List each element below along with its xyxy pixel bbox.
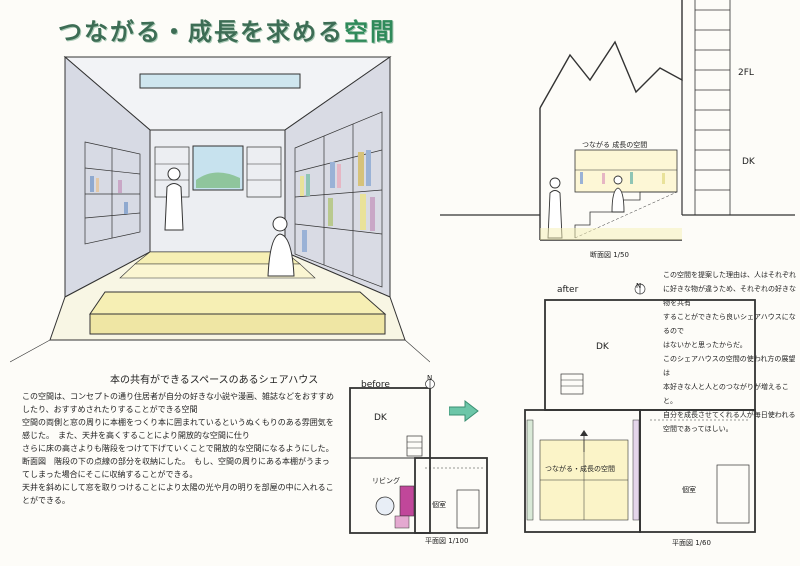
- description-text: この空間は、コンセプトの通り住居者が自分の好きな小説や漫画、雑誌などをおすすめし…: [22, 390, 334, 507]
- description-line-5: 天井を斜めにして窓を取りつけることにより太陽の光や月の明りを部屋の中に入れること…: [22, 483, 334, 505]
- step-platform: [89, 291, 387, 315]
- before-dk-label: DK: [374, 413, 387, 423]
- reason-text: この空間を提案した理由は、人はそれぞれ に好きな物が違うため、それぞれの好きな物…: [663, 268, 797, 436]
- section-drawing: [440, 0, 795, 241]
- before-label: before: [361, 380, 390, 390]
- description-line-4: 断面図 階段の下の点線の部分を収納にした。 もし、空間の周りにある本棚がうまって…: [22, 457, 330, 479]
- person-figure-front: [267, 216, 295, 277]
- description-line-3: さらに床の高さよりも階段をつけて下げていくことで開放的な空間になるようにした。: [22, 444, 334, 453]
- section-person-sitting: [611, 175, 625, 213]
- title-highlight: 空間: [344, 18, 396, 46]
- reason-line-3: することができたら良いシェアハウスになるので: [663, 313, 796, 335]
- after-dk-label: DK: [596, 342, 609, 352]
- after-right-bookshelf: [632, 419, 640, 521]
- after-north-arrow-icon: [634, 283, 646, 295]
- reason-line-2: に好きな物が違うため、それぞれの好きな物を共有: [663, 285, 796, 307]
- reason-line-8: 空間であってほしい。: [663, 425, 733, 433]
- before-living-label: リビング: [372, 477, 400, 485]
- reason-line-6: 本好きな人と人とのつながりが増えること。: [663, 383, 789, 405]
- after-space-label: つながる・成長の空間: [545, 465, 615, 473]
- before-scale-label: 平面図 1/100: [425, 537, 469, 545]
- right-bookshelf: [294, 111, 383, 288]
- reason-line-4: はないかと思ったからだ。: [663, 341, 747, 349]
- person-figure-back: [164, 167, 184, 231]
- section-bookshelf: [574, 149, 678, 193]
- after-left-bookshelf: [526, 419, 534, 521]
- left-bookshelf: [84, 141, 141, 245]
- description-line-1: この空間は、コンセプトの通り住居者が自分の好きな小説や漫画、雑誌などをおすすめし…: [22, 392, 334, 414]
- perspective-drawing: [10, 55, 430, 363]
- section-shelf-label: つながる 成長の空間: [582, 141, 648, 149]
- before-north-arrow-icon: [425, 379, 435, 389]
- after-scale-label: 平面図 1/60: [672, 539, 711, 547]
- section-books: [580, 172, 665, 184]
- after-floor-plan: [524, 283, 756, 533]
- reason-line-1: この空間を提案した理由は、人はそれぞれ: [663, 271, 796, 279]
- title-main: つながる・成長を求める: [58, 18, 344, 46]
- before-north-label: N: [427, 374, 433, 382]
- before-floor-plan: [349, 379, 488, 534]
- ladder: [694, 0, 731, 215]
- left-books: [90, 176, 128, 214]
- reason-line-7: 自分を成長させてくれる人が毎日使われる: [663, 411, 796, 419]
- reason-line-5: このシェアハウスの空間の使われ方の展望は: [663, 355, 796, 377]
- section-dk-label: DK: [742, 157, 755, 167]
- skylight: [139, 73, 301, 89]
- after-label: after: [557, 285, 579, 295]
- perspective-heading: 本の共有ができるスペースのあるシェアハウス: [110, 375, 319, 386]
- before-pink-furniture: [399, 485, 415, 517]
- section-floor-label: 2FL: [738, 68, 754, 78]
- page-title: つながる・成長を求める空間: [58, 12, 396, 47]
- after-north-label: N: [636, 282, 642, 290]
- section-person-standing: [547, 177, 563, 239]
- right-books: [300, 150, 375, 252]
- description-line-2: 空間の両側と窓の周りに本棚をつくり本に囲まれているというぬくもりのある雰囲気を感…: [22, 418, 334, 440]
- after-room-label: 個室: [682, 486, 696, 494]
- transition-arrow-icon: [449, 400, 479, 422]
- before-room-label: 個室: [432, 501, 446, 509]
- section-scale-label: 断面図 1/50: [590, 251, 629, 259]
